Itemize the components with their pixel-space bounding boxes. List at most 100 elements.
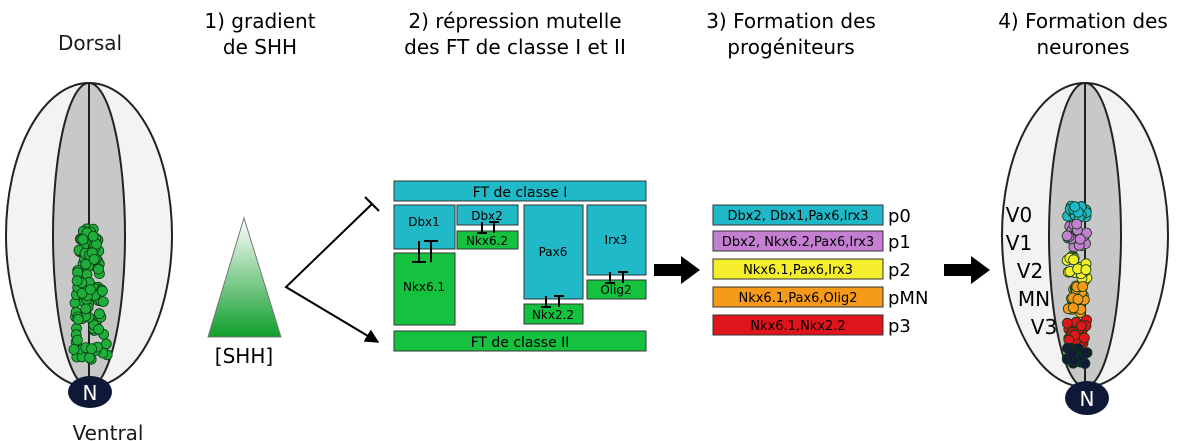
shh-cell [85,284,96,296]
dbx1-label: Dbx1 [408,215,440,229]
inhibit-bar-class1 [364,196,380,212]
step4-title-line2: neurones [1036,35,1129,59]
step1-title-line1: 1) gradient [204,9,315,33]
step3-title-line2: progéniteurs [727,35,854,59]
step2-title-line1: 2) répression mutelle [408,9,621,33]
arrow-to-neurons [944,256,990,284]
nkx62-label: Nkx6.2 [466,234,508,248]
shh-cell [88,253,100,265]
progenitor-genes: Dbx2, Nkx6.2,Pax6,Irx3 [722,235,874,250]
progenitor-row: Dbx2, Dbx1,Pax6,Irx3 p0 [712,204,911,227]
nkx62-box [456,230,519,250]
progenitor-domain: p3 [888,316,911,337]
neuron-label-v3: V3 [1031,315,1057,339]
neuron-label-v0: V0 [1006,203,1032,227]
repression-dbx1-nkx61 [412,240,438,263]
nkx61-label: Nkx6.1 [403,280,445,294]
progenitor-domain: p0 [888,206,911,227]
shh-label: [SHH] [215,344,273,368]
progenitor-box-p0 [712,204,884,226]
class1-bar: FT de classe I [393,180,647,202]
neuron-cell [1071,218,1083,230]
shh-cell [68,344,80,355]
shh-cell [72,334,83,346]
progenitor-row: Nkx6.1,Pax6,Olig2 pMN [712,286,928,309]
shh-cell [97,296,109,308]
shh-gradient-triangle [207,216,282,338]
arrow-to-progenitors [654,256,700,284]
shh-cell [84,352,95,363]
shh-cell [87,230,99,242]
neuron-cell [1079,358,1091,369]
nkx22-label: Nkx2.2 [532,308,574,322]
shh-cell [77,234,89,245]
neuron-cell [1072,293,1084,305]
neuron-cell-cluster [1061,200,1093,369]
class2-bar: FT de classe II [393,330,647,352]
neuron-cell [1080,264,1092,276]
step4-title-line1: 4) Formation des [998,9,1168,33]
progenitor-box-p2 [712,258,884,280]
step3-title-line1: 3) Formation des [706,9,876,33]
progenitor-domain: pMN [888,288,928,309]
progenitor-row: Dbx2, Nkx6.2,Pax6,Irx3 p1 [712,230,911,253]
neural-tube-left [5,82,173,388]
notochord-right [1065,381,1109,415]
notochord-left [68,376,112,408]
shh-cell-cluster [68,223,113,365]
neural-tube-right [1001,82,1169,388]
notochord-left-label: N [83,381,98,405]
neuron-cell [1068,254,1079,266]
progenitor-row: Nkx6.1,Pax6,Irx3 p2 [712,258,911,281]
progenitor-domain: p1 [888,232,911,253]
progenitor-genes: Dbx2, Dbx1,Pax6,Irx3 [728,209,869,224]
pax6-box [523,204,584,300]
shh-cell [71,275,83,287]
dbx2-label: Dbx2 [471,209,503,223]
nkx61-box [393,252,456,326]
dbx2-box [456,204,519,226]
class1-label: FT de classe I [473,185,568,201]
neuron-label-mn: MN [1018,287,1050,311]
shh-cell [94,308,105,320]
notochord-right-label: N [1080,387,1095,411]
shh-cell [93,323,105,335]
neuron-cell [1068,302,1079,314]
progenitor-box-p1 [712,230,884,252]
olig2-label: Olig2 [600,283,631,297]
neuron-cell [1066,348,1078,360]
neuron-cell [1077,281,1089,292]
ventral-label: Ventral [73,421,144,441]
class2-label: FT de classe II [471,335,570,351]
progenitor-box-pmn [712,286,884,308]
neuron-label-v1: V1 [1006,231,1032,255]
progenitor-box-p3 [712,314,884,336]
repression-irx3-olig2 [605,271,628,284]
irx3-box [586,204,647,276]
shh-cell [80,303,92,315]
nkx22-box [523,303,584,325]
shh-cell [72,313,84,325]
repression-pax6-nkx22 [541,295,564,308]
progenitor-domain: p2 [888,260,911,281]
shh-cell [97,285,108,297]
progenitor-genes: Nkx6.1,Pax6,Irx3 [743,263,853,278]
progenitor-genes: Nkx6.1,Nkx2.2 [750,319,845,334]
neuron-cell [1074,233,1086,245]
neuron-cell [1061,230,1073,242]
irx3-label: Irx3 [605,233,628,247]
neuron-label-v2: V2 [1017,259,1043,283]
dorsal-label: Dorsal [58,31,122,55]
neuron-cell [1076,320,1087,332]
shh-branch-lines [284,203,380,343]
step2-title-line2: des FT de classe I et II [404,35,626,59]
shh-cell [80,258,92,270]
neuron-cell [1080,347,1091,359]
shh-cell [100,338,112,350]
progenitor-row: Nkx6.1,Nkx2.2 p3 [712,314,911,337]
neuron-cell [1079,332,1090,344]
olig2-box [586,279,647,300]
progenitor-genes: Nkx6.1,Pax6,Olig2 [738,291,857,306]
repression-dbx2-nkx62 [477,221,499,234]
